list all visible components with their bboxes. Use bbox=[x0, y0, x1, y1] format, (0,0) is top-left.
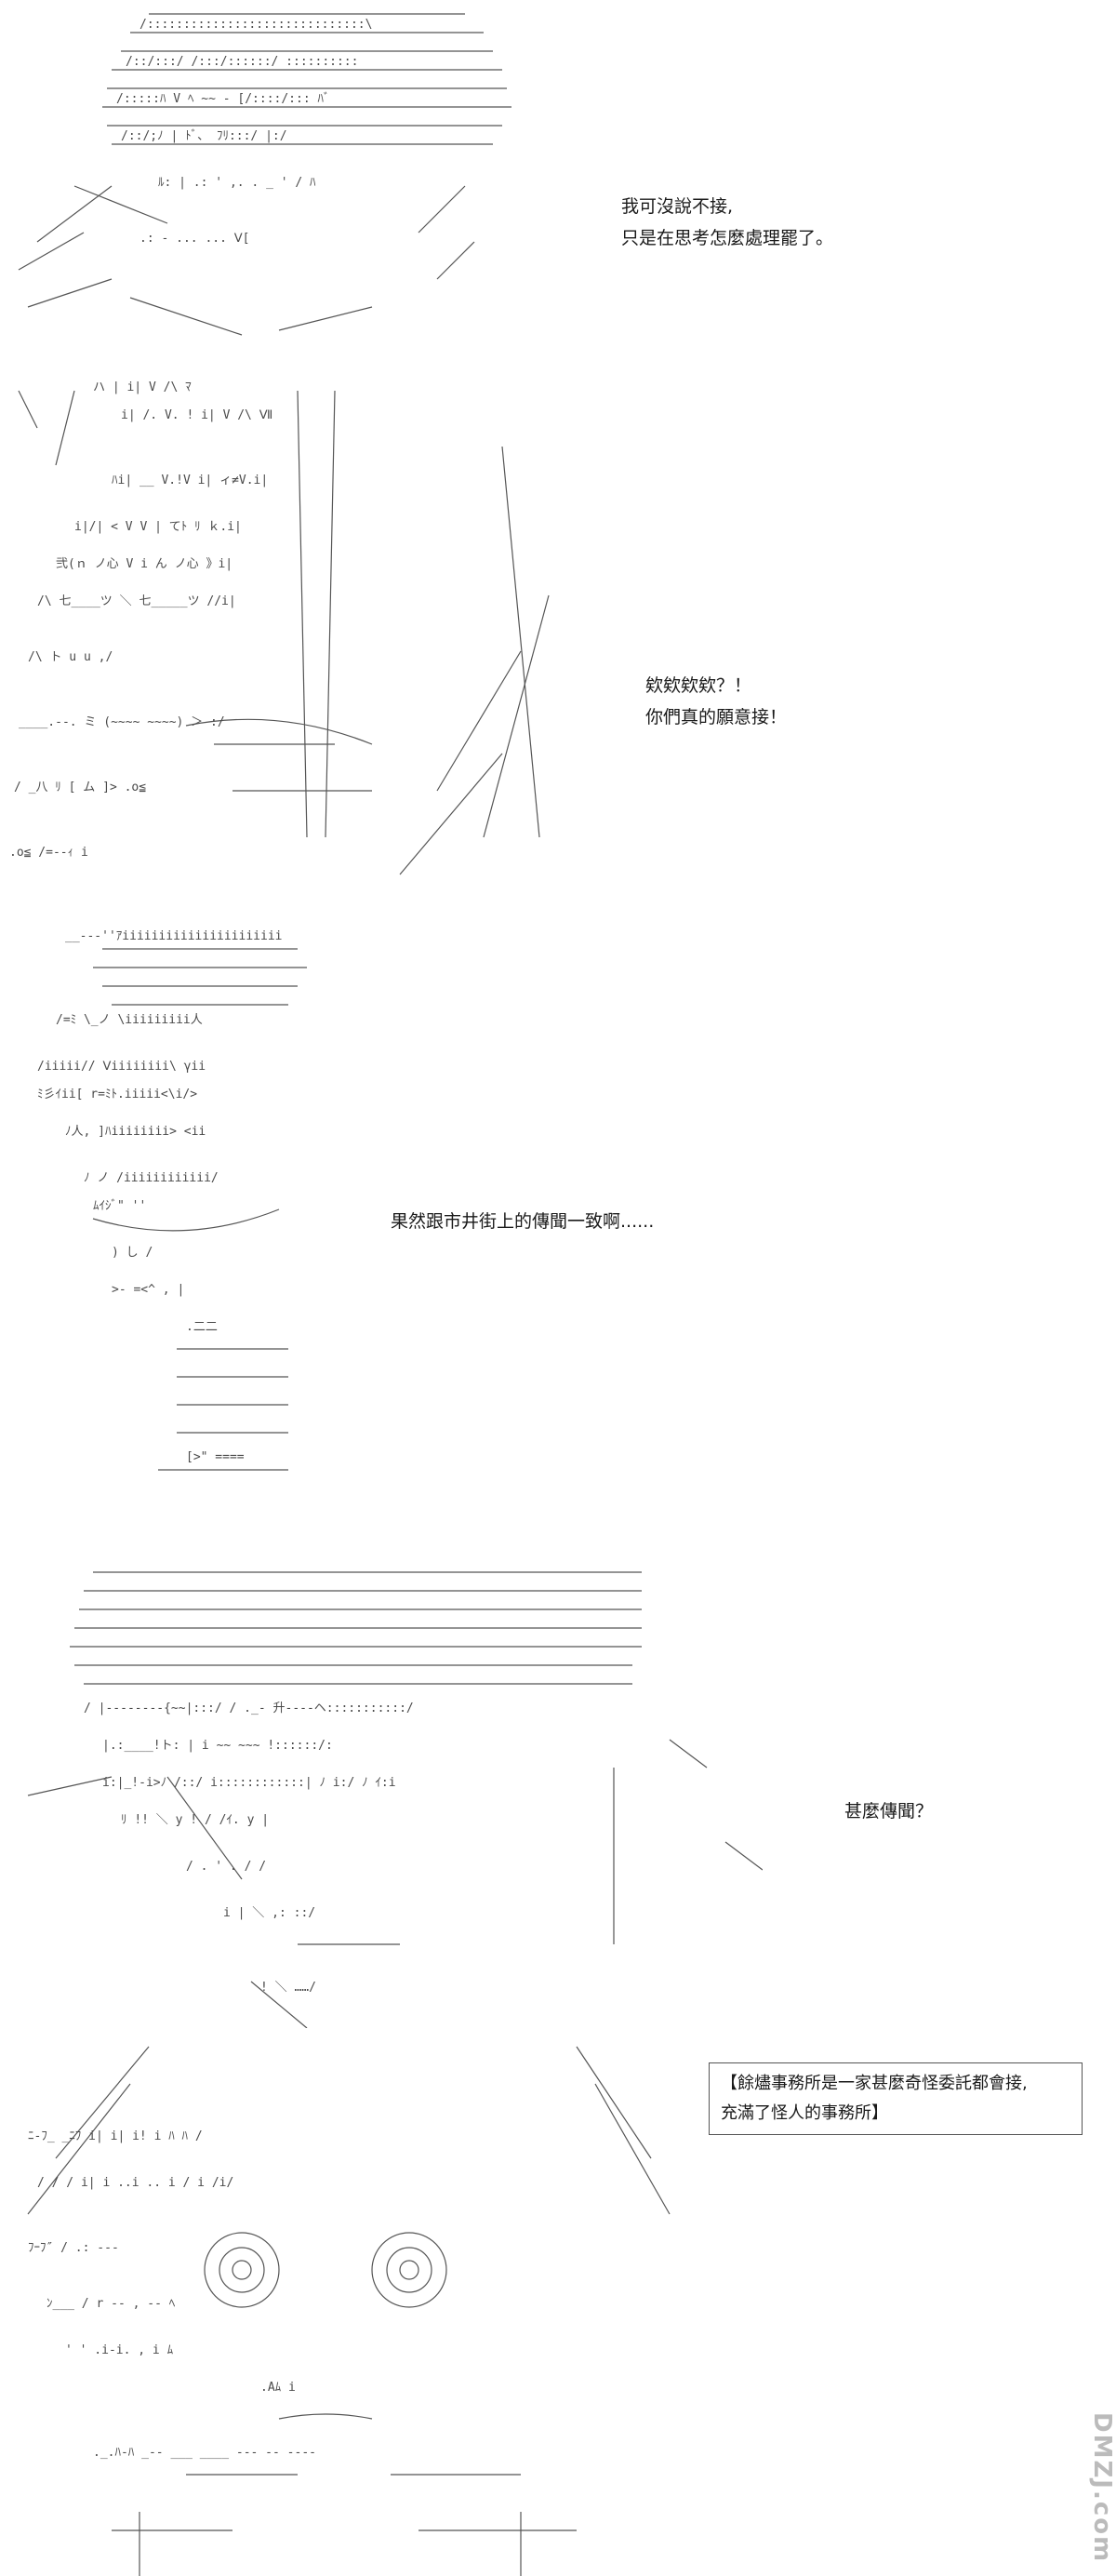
dialog-line: 只是在思考怎麼處理罷了。 bbox=[621, 228, 834, 248]
svg-text:____.‐‐. ミ (~~~~ ~~~~): ____.‐‐. ミ (~~~~ ~~~~) ＞ :/ bbox=[19, 715, 225, 729]
svg-text:/:::::::::::::::::::::::::::::: /::::::::::::::::::::::::::::::\ bbox=[140, 18, 372, 32]
panel-4: / |‐‐‐‐‐‐‐‐{~~|:::/ / ._‐ 升‐‐--ヘ::::::::… bbox=[0, 1544, 1116, 2028]
svg-text:i | ＼ ,: ::/: i | ＼ ,: ::/ bbox=[223, 1906, 315, 1920]
watermark-logo: DMZJ.com bbox=[1088, 2411, 1116, 2564]
svg-text:._.ﾊ‐ﾊ _‐‐ ___ ____ ‐‐‐ ‐‐: ._.ﾊ‐ﾊ _‐‐ ___ ____ ‐‐‐ ‐‐ ‐‐‐‐ bbox=[93, 2446, 316, 2460]
svg-text:ハ | i| V /\: ハ | i| V /\ ﾏ bbox=[93, 380, 192, 394]
ascii-art-character-2: ハ | i| V /\ ﾏ i| /. V. ! i| V /\ Ⅶ ﾊi| _… bbox=[0, 354, 595, 912]
dialog-text-1: 我可沒說不接, 只是在思考怎麼處理罷了。 bbox=[621, 191, 833, 254]
svg-text:弐(ｎ ノ心 V i ん ノ心 》i|: 弐(ｎ ノ心 V i ん ノ心 》i| bbox=[56, 557, 232, 571]
svg-text:' ' .i‐i. , i ﾑ: ' ' .i‐i. , i ﾑ bbox=[65, 2343, 174, 2357]
dialog-line: 你們真的願意接！ bbox=[645, 707, 788, 727]
svg-text:i| /. V. ! i| V: i| /. V. ! i| V /\ Ⅶ bbox=[121, 408, 272, 422]
svg-text:! ＼ ……/: ! ＼ ……/ bbox=[260, 1981, 316, 1995]
svg-text:ﾙ: | .: ' ,. . _ ' /: ﾙ: | .: ' ,. . _ ' / ﾊ bbox=[158, 176, 316, 190]
svg-text:ﾉ ノ /iiiiiiiiiiii/: ﾉ ノ /iiiiiiiiiiii/ bbox=[84, 1171, 219, 1185]
svg-text:i:|_!‐i>ﾉ /::/ i::::::::::::: i:|_!‐i>ﾉ /::/ i::::::::::::| ﾉ i:/ ﾉ ｲ:… bbox=[102, 1776, 396, 1790]
dialog-text-4: 甚麼傳聞？ bbox=[844, 1795, 933, 1827]
svg-text:.: ‐ ... ... Ⅴ[: .: ‐ ... ... Ⅴ[ bbox=[140, 232, 249, 246]
svg-text:/::/;ﾉ | ﾄﾞ、 ﾌﾘ:::/ |:: /::/;ﾉ | ﾄﾞ、 ﾌﾘ:::/ |:/ bbox=[121, 129, 287, 143]
svg-text:/\ ト u u ,/: /\ ト u u ,/ bbox=[28, 650, 113, 664]
dialog-line: 我可沒說不接, bbox=[621, 196, 734, 217]
svg-text:/::/:::/ /:::/::::::/ ::::::::: /::/:::/ /:::/::::::/ :::::::::: bbox=[126, 55, 358, 69]
svg-text:.o≦ /=‐‐ｨ: .o≦ /=‐‐ｨ i bbox=[9, 846, 88, 860]
panel-1: /::::::::::::::::::::::::::::::\ /::/:::… bbox=[0, 0, 1116, 354]
svg-text:/:::::ﾊ V ﾍ ~~ - [/::::/: /:::::ﾊ V ﾍ ~~ - [/::::/::: ﾊﾞ bbox=[116, 92, 330, 106]
dialog-line: 果然跟市井街上的傳聞一致啊...... bbox=[391, 1211, 655, 1232]
svg-text:) し /: ) し / bbox=[112, 1246, 153, 1260]
svg-text:ﾉ人, ]ﾊiiiiiiii> <ii: ﾉ人, ]ﾊiiiiiiii> <ii bbox=[65, 1125, 206, 1139]
svg-text:/ |‐‐‐‐‐‐‐‐{~~|:::/ / ._‐ 升‐: / |‐‐‐‐‐‐‐‐{~~|:::/ / ._‐ 升‐‐--ヘ::::::::… bbox=[84, 1702, 414, 1715]
ascii-art-character-1: /::::::::::::::::::::::::::::::\ /::/:::… bbox=[0, 0, 595, 354]
panel-3: __‐‐‐''ｱiiiiiiiiiiiiiiiiiiiiii /=ﾐ \_ノ \… bbox=[0, 912, 1116, 1544]
narration-box: 【餘燼事務所是一家甚麼奇怪委託都會接, 充滿了怪人的事務所】 bbox=[709, 2062, 1083, 2135]
svg-text:.二二: .二二 bbox=[186, 1320, 218, 1334]
svg-text:/ / / i| i ..i .. i: / / / i| i ..i .. i / i /i/ bbox=[37, 2176, 233, 2190]
svg-text:>- =<^ , |: >- =<^ , | bbox=[112, 1283, 184, 1297]
svg-text:ﾑｲｼﾞ" '': ﾑｲｼﾞ" '' bbox=[93, 1199, 146, 1213]
svg-text:__‐‐‐''ｱiiiiiiiiiiiiiiiiiiiiii: __‐‐‐''ｱiiiiiiiiiiiiiiiiiiiiii bbox=[65, 929, 282, 943]
dialog-line: 甚麼傳聞？ bbox=[844, 1801, 934, 1822]
panel-2: ハ | i| V /\ ﾏ i| /. V. ! i| V /\ Ⅶ ﾊi| _… bbox=[0, 354, 1116, 912]
svg-text:/=ﾐ \_ノ \iiiiiiiii人: /=ﾐ \_ノ \iiiiiiiii人 bbox=[56, 1013, 203, 1027]
svg-text:ﾊi| __ V.!V i| ィ≠V.i|: ﾊi| __ V.!V i| ィ≠V.i| bbox=[112, 474, 268, 487]
svg-text:ﾘ !! ＼ y ! / /: ﾘ !! ＼ y ! / /ｲ. y | bbox=[121, 1813, 269, 1827]
svg-text:i|/| < V V | てﾄ ﾘ ｋ.: i|/| < V V | てﾄ ﾘ ｋ.i| bbox=[74, 520, 242, 534]
svg-text:ﾝ___ / r ‐‐ , ‐‐: ﾝ___ / r ‐‐ , ‐‐ ﾍ bbox=[46, 2297, 176, 2311]
narration-line: 充滿了怪人的事務所】 bbox=[721, 2103, 888, 2123]
svg-text:ﾌｰﾌ″ / .: ‐: ﾌｰﾌ″ / .: ‐‐‐ bbox=[28, 2241, 119, 2255]
svg-text:|.:____!ト: | i ~~ ~~~ !:::: |.:____!ト: | i ~~ ~~~ !::::::/: bbox=[102, 1739, 333, 1753]
ascii-art-character-4: / |‐‐‐‐‐‐‐‐{~~|:::/ / ._‐ 升‐‐--ヘ::::::::… bbox=[0, 1544, 763, 2028]
dialog-line: 欸欸欸欸？！ bbox=[645, 675, 752, 696]
svg-text:/ _八 ﾘ [ ム ]>: / _八 ﾘ [ ム ]> .o≦ bbox=[14, 781, 146, 794]
svg-text:[>" ====: [>" ==== bbox=[186, 1450, 245, 1464]
svg-text:.Aﾑ i: .Aﾑ i bbox=[260, 2381, 296, 2395]
ascii-art-character-3: __‐‐‐''ｱiiiiiiiiiiiiiiiiiiiiii /=ﾐ \_ノ \… bbox=[0, 912, 372, 1544]
svg-text:/\ 七____ツ ＼ 七_____ツ: /\ 七____ツ ＼ 七_____ツ //i| bbox=[37, 594, 236, 608]
panel-5: ﾆ‐ﾌ_ _ﾆﾌ i| i| i! i ﾊ ﾊ / / / / i| i ..i… bbox=[0, 2028, 1116, 2576]
ascii-art-character-5: ﾆ‐ﾌ_ _ﾆﾌ i| i| i! i ﾊ ﾊ / / / / i| i ..i… bbox=[0, 2028, 707, 2576]
dialog-text-2: 欸欸欸欸？！ 你們真的願意接！ bbox=[645, 670, 787, 733]
narration-line: 【餘燼事務所是一家甚麼奇怪委託都會接, bbox=[721, 2074, 1028, 2093]
svg-text:/iiiii// Ⅴiiiiiiii\ γii: /iiiii// Ⅴiiiiiiii\ γii bbox=[37, 1060, 206, 1074]
svg-text:/ . ' . / /: / . ' . / / bbox=[186, 1860, 266, 1874]
dialog-text-3: 果然跟市井街上的傳聞一致啊...... bbox=[391, 1206, 654, 1237]
svg-text:ﾐ彡ｲii[ r=ﾐﾄ.iiiii<\i/>: ﾐ彡ｲii[ r=ﾐﾄ.iiiii<\i/> bbox=[37, 1088, 197, 1101]
svg-text:ﾆ‐ﾌ_ _ﾆﾌ i| i| i! i: ﾆ‐ﾌ_ _ﾆﾌ i| i| i! i ﾊ ﾊ / bbox=[28, 2129, 203, 2143]
